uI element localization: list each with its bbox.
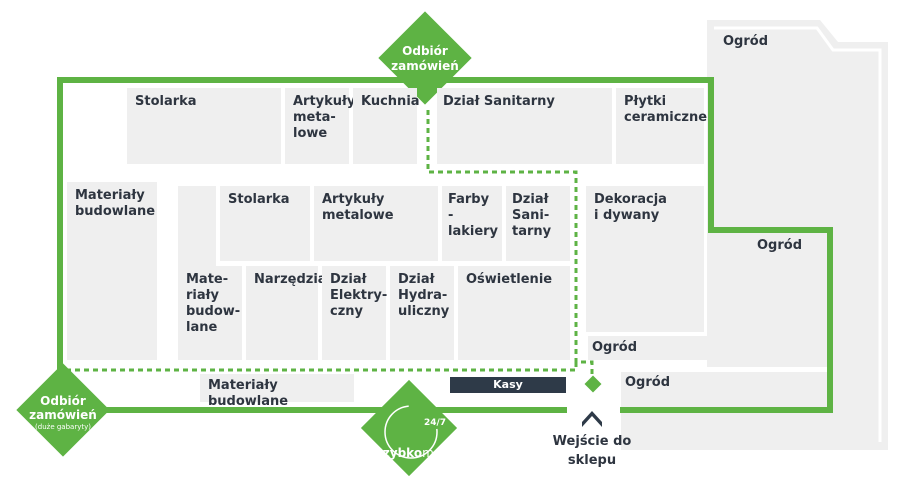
garden-label-bottom: Ogród (625, 375, 671, 390)
dept-label: Dział Sani- tarny (512, 192, 552, 239)
dept-oswietlenie[interactable]: Oświetlenie (458, 266, 570, 360)
szybkomat-brand-a: Szybko (374, 446, 423, 460)
dept-dzial-elektryczny[interactable]: Dział Elektry- czny (322, 266, 388, 360)
dept-dzial-sanitarny-mid[interactable]: Dział Sani- tarny (506, 186, 570, 261)
dept-materialy-budowlane-lower[interactable]: Mate- riały budow- lane (178, 266, 242, 360)
entrance-arrow-icon (582, 411, 602, 427)
szybkomat-label: Szybkomat (372, 432, 448, 460)
dept-label: Dział Elektry- czny (330, 272, 388, 319)
dept-label: Dział Sanitarny (443, 94, 555, 109)
dept-label: Narzędzia (254, 272, 327, 287)
garden-block-mid (588, 336, 736, 360)
dept-label: Materiały budowlane (75, 188, 156, 219)
garden-block-right (752, 236, 818, 360)
dept-dzial-sanitarny[interactable]: Dział Sanitarny (437, 88, 612, 164)
pickup-top-label: Odbiór zamówień (391, 44, 459, 73)
dept-artykuly-metalowe-top[interactable]: Artykuły meta- lowe (285, 88, 355, 164)
dept-artykuly-metalowe-mid[interactable]: Artykuły metalowe (314, 186, 438, 261)
checkout-bar: Kasy (450, 377, 566, 393)
dept-dekoracja-dywany[interactable]: Dekoracja i dywany (586, 186, 704, 332)
pickup-route-line (62, 110, 594, 380)
dept-materialy-budowlane-left[interactable]: Materiały budowlane (67, 182, 157, 360)
garden-label-top: Ogród (723, 34, 769, 49)
dept-label: Mate- riały budow- lane (186, 272, 241, 335)
dept-label: Artykuły metalowe (322, 192, 394, 223)
dept-plytki-ceramiczne[interactable]: Płytki ceramiczne (616, 88, 708, 164)
dept-label: Kuchnia (361, 94, 420, 109)
pickup-left-label: Odbiór zamówień (29, 394, 97, 422)
dept-kuchnia[interactable]: Kuchnia (353, 88, 420, 164)
szybkomat-ring (384, 405, 438, 459)
dept-label: Płytki ceramiczne (624, 94, 708, 125)
dept-label: Dział Hydra- uliczny (398, 272, 450, 319)
dept-label: Dekoracja i dywany (594, 192, 667, 223)
szybkomat-brand-b: mat (422, 446, 446, 460)
store-entrance[interactable]: Wejście do sklepu (532, 410, 652, 468)
route-end-marker (584, 375, 602, 393)
dept-materialy-budowlane-bottom[interactable]: Materiały budowlane (200, 374, 354, 409)
dept-label: Materiały budowlane (208, 378, 289, 409)
szybkomat-diamond (360, 379, 458, 477)
garden-label-right: Ogród (757, 238, 803, 253)
dept-label: Farby -lakiery (448, 192, 499, 239)
dept-stolarka-mid[interactable]: Stolarka (220, 186, 310, 261)
dept-farby-lakiery[interactable]: Farby -lakiery (442, 186, 502, 261)
store-boundary-line (57, 77, 833, 413)
garden-outline (714, 26, 882, 442)
dept-narzedzia[interactable]: Narzędzia (246, 266, 327, 360)
dept-dzial-hydrauliczny[interactable]: Dział Hydra- uliczny (390, 266, 454, 360)
dept-label: Artykuły meta- lowe (293, 94, 356, 141)
szybkomat-hours: 24/7 (423, 418, 447, 428)
dept-materialy-budowlane-small[interactable] (178, 186, 216, 266)
entrance-label: Wejście do sklepu (552, 434, 632, 468)
pickup-left-note: (duże gabaryty) (35, 423, 91, 431)
dept-label: Stolarka (135, 94, 197, 109)
dept-stolarka-top[interactable]: Stolarka (127, 88, 281, 164)
dept-label: Stolarka (228, 192, 290, 207)
garden-label-mid: Ogród (592, 340, 638, 355)
dept-label: Oświetlenie (466, 272, 553, 287)
